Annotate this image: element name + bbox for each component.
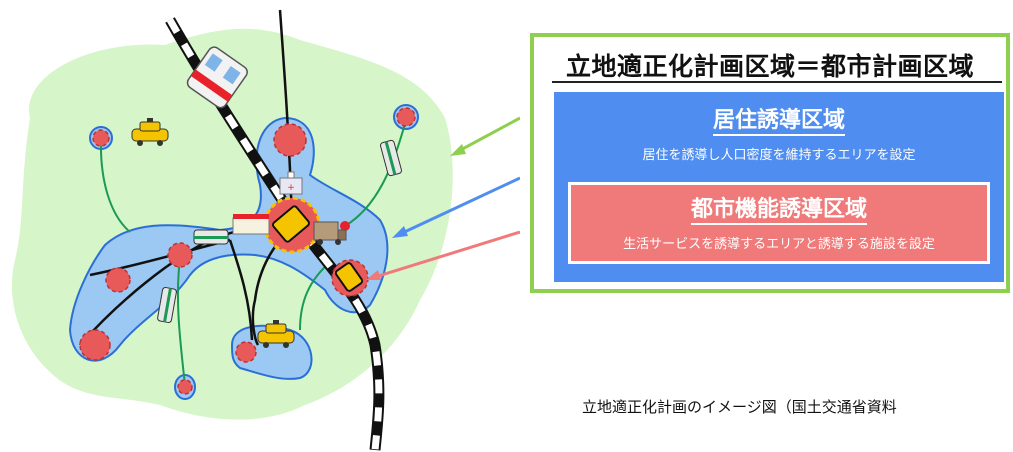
- bus-icon: [193, 229, 229, 245]
- hospital-icon: +: [279, 171, 303, 195]
- train-icon: [186, 46, 248, 109]
- red-node: [340, 221, 350, 231]
- urban-description: 生活サービスを誘導するエリアと誘導する施設を設定: [623, 237, 935, 252]
- figure-caption: 立地適正化計画のイメージ図（国土交通省資料: [582, 398, 897, 416]
- svg-text:+: +: [287, 183, 295, 193]
- taxi-icon: [131, 118, 169, 146]
- urban-centers: [79, 107, 416, 395]
- legend-title-underline: [552, 81, 1002, 83]
- bus-icon: [157, 287, 177, 323]
- city-plan-map: +: [11, 9, 520, 451]
- shop-icon: [232, 214, 270, 235]
- bus-routes: [99, 119, 407, 386]
- planning-area-legend: 立地適正化計画区域＝都市計画区域 居住誘導区域 居住を誘導し人口密度を維持するエ…: [530, 33, 1010, 293]
- truck-icon: [313, 221, 347, 245]
- legend-title: 立地適正化計画区域＝都市計画区域: [565, 52, 974, 81]
- arrow-planning-area: [450, 116, 520, 156]
- arrow-living-area: [392, 176, 520, 238]
- taxi-icon: [257, 320, 295, 348]
- station-icon: [334, 262, 364, 292]
- arrow-urban-area: [366, 230, 520, 280]
- living-inducement-box: 居住誘導区域 居住を誘導し人口密度を維持するエリアを設定 都市機能誘導区域 生活…: [554, 92, 1004, 282]
- urban-function-box: 都市機能誘導区域 生活サービスを誘導するエリアと誘導する施設を設定: [568, 182, 990, 264]
- station-icon: [272, 205, 310, 243]
- living-title: 居住誘導区域: [712, 108, 845, 136]
- living-description: 居住を誘導し人口密度を維持するエリアを設定: [642, 148, 916, 163]
- urban-title: 都市機能誘導区域: [690, 197, 867, 225]
- bus-icon: [380, 139, 402, 177]
